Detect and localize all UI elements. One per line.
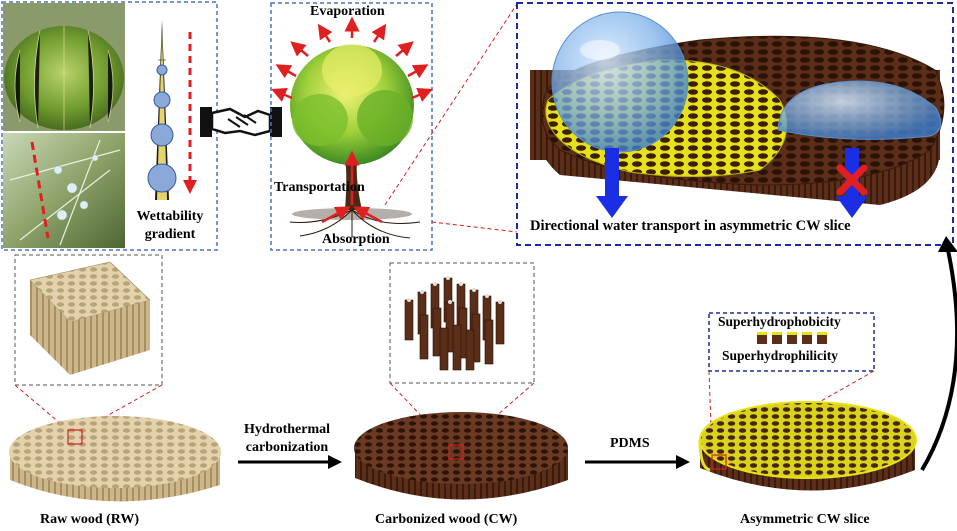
wettability-gradient-label: Wettability gradient — [128, 208, 212, 244]
hydrothermal-line2: carbonization — [245, 440, 329, 455]
cross-icon — [836, 164, 868, 196]
superhydrophilicity-label: Superhydrophilicity — [722, 348, 839, 363]
wettability-legend — [708, 312, 875, 372]
evaporation-label: Evaporation — [310, 4, 385, 19]
spine-gradient-drawing — [147, 20, 197, 200]
water-droplet-small — [777, 80, 942, 140]
tree-panel — [270, 2, 433, 251]
water-droplet-large — [551, 11, 689, 153]
carbonized-wood-disc — [354, 412, 568, 500]
handshake-icon — [200, 107, 282, 137]
hydrothermal-step-label: Hydrothermal carbonization — [237, 421, 337, 457]
directional-transport-caption: Directional water transport in asymmetri… — [530, 218, 851, 234]
cactus-photo — [3, 3, 125, 131]
asymmetric-slice-label: Asymmetric CW slice — [740, 512, 870, 527]
asymmetric-cw-disc — [698, 401, 917, 491]
return-arrow — [920, 249, 957, 472]
raw-wood-disc — [9, 416, 221, 502]
return-arrow-head — [938, 236, 957, 252]
carbonized-wood-label: Carbonized wood (CW) — [375, 512, 518, 527]
transport-arrows — [321, 150, 383, 224]
evaporation-arrows — [271, 16, 433, 102]
pdms-step-label: PDMS — [610, 436, 650, 451]
raw-wood-label: Raw wood (RW) — [40, 512, 140, 527]
spine-droplet-photo — [3, 133, 125, 248]
arrow-pass — [596, 148, 628, 218]
wettability-label-line1: Wettability — [136, 209, 204, 224]
connector-line — [384, 3, 518, 206]
asymmetric-slice-panel — [516, 2, 954, 246]
cactus-panel — [1, 1, 218, 251]
hydrothermal-line1: Hydrothermal — [243, 422, 331, 437]
wettability-label-line2: gradient — [144, 227, 196, 242]
raw-wood-zoom — [14, 254, 163, 386]
superhydrophobicity-label: Superhydrophobicity — [718, 314, 841, 329]
absorption-label: Absorption — [322, 232, 390, 247]
carbonized-wood-zoom — [389, 262, 535, 384]
legend-pillars — [757, 332, 827, 344]
transportation-label: Transportation — [274, 180, 365, 195]
tree-icon — [289, 44, 421, 239]
connector-line — [81, 384, 163, 431]
connector-line — [431, 221, 518, 233]
